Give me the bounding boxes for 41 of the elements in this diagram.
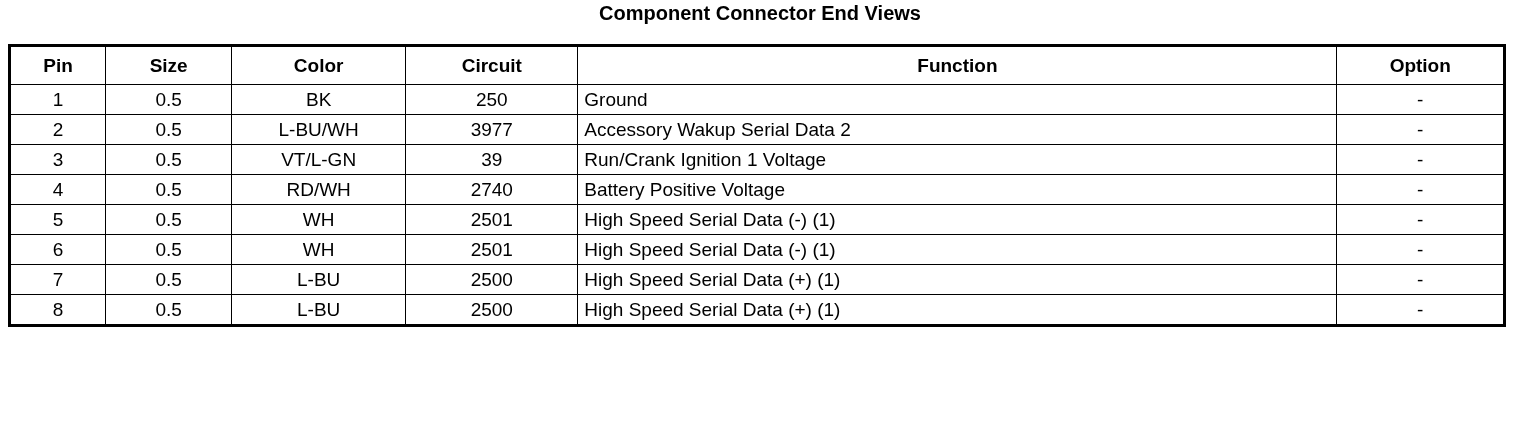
table-cell: 0.5 bbox=[105, 204, 232, 235]
column-header: Size bbox=[105, 45, 232, 85]
table-cell: 4 bbox=[9, 174, 106, 205]
table-cell: 6 bbox=[9, 234, 106, 265]
table-cell: 2501 bbox=[405, 204, 578, 235]
table-cell: 0.5 bbox=[105, 234, 232, 265]
table-cell: 250 bbox=[405, 84, 578, 115]
table-cell: High Speed Serial Data (-) (1) bbox=[577, 234, 1337, 265]
column-header: Function bbox=[577, 45, 1337, 85]
table-cell: 39 bbox=[405, 144, 578, 175]
table-cell: 0.5 bbox=[105, 144, 232, 175]
table-cell: 3977 bbox=[405, 114, 578, 145]
table-cell: 1 bbox=[9, 84, 106, 115]
table-cell: Accessory Wakup Serial Data 2 bbox=[577, 114, 1337, 145]
table-cell: 2740 bbox=[405, 174, 578, 205]
column-header: Color bbox=[231, 45, 406, 85]
table-cell: 5 bbox=[9, 204, 106, 235]
table-title: Component Connector End Views bbox=[599, 2, 921, 25]
table-cell: 3 bbox=[9, 144, 106, 175]
column-header: Circuit bbox=[405, 45, 578, 85]
table-cell: 7 bbox=[9, 264, 106, 295]
table-cell: RD/WH bbox=[231, 174, 406, 205]
table-cell: 2500 bbox=[405, 264, 578, 295]
table-cell: 0.5 bbox=[105, 114, 232, 145]
table-cell: WH bbox=[231, 204, 406, 235]
table-cell: Battery Positive Voltage bbox=[577, 174, 1337, 205]
table-cell: 0.5 bbox=[105, 174, 232, 205]
table-cell: High Speed Serial Data (+) (1) bbox=[577, 264, 1337, 295]
table-cell: 0.5 bbox=[105, 264, 232, 295]
table-cell: WH bbox=[231, 234, 406, 265]
table-cell: High Speed Serial Data (-) (1) bbox=[577, 204, 1337, 235]
table-cell: 2501 bbox=[405, 234, 578, 265]
table-cell: 2 bbox=[9, 114, 106, 145]
table-cell: Ground bbox=[577, 84, 1337, 115]
table-cell: 0.5 bbox=[105, 84, 232, 115]
table-cell: L-BU bbox=[231, 264, 406, 295]
table-cell: VT/L-GN bbox=[231, 144, 406, 175]
table-cell: BK bbox=[231, 84, 406, 115]
table-cell: Run/Crank Ignition 1 Voltage bbox=[577, 144, 1337, 175]
column-header: Pin bbox=[9, 45, 106, 85]
table-cell: L-BU/WH bbox=[231, 114, 406, 145]
